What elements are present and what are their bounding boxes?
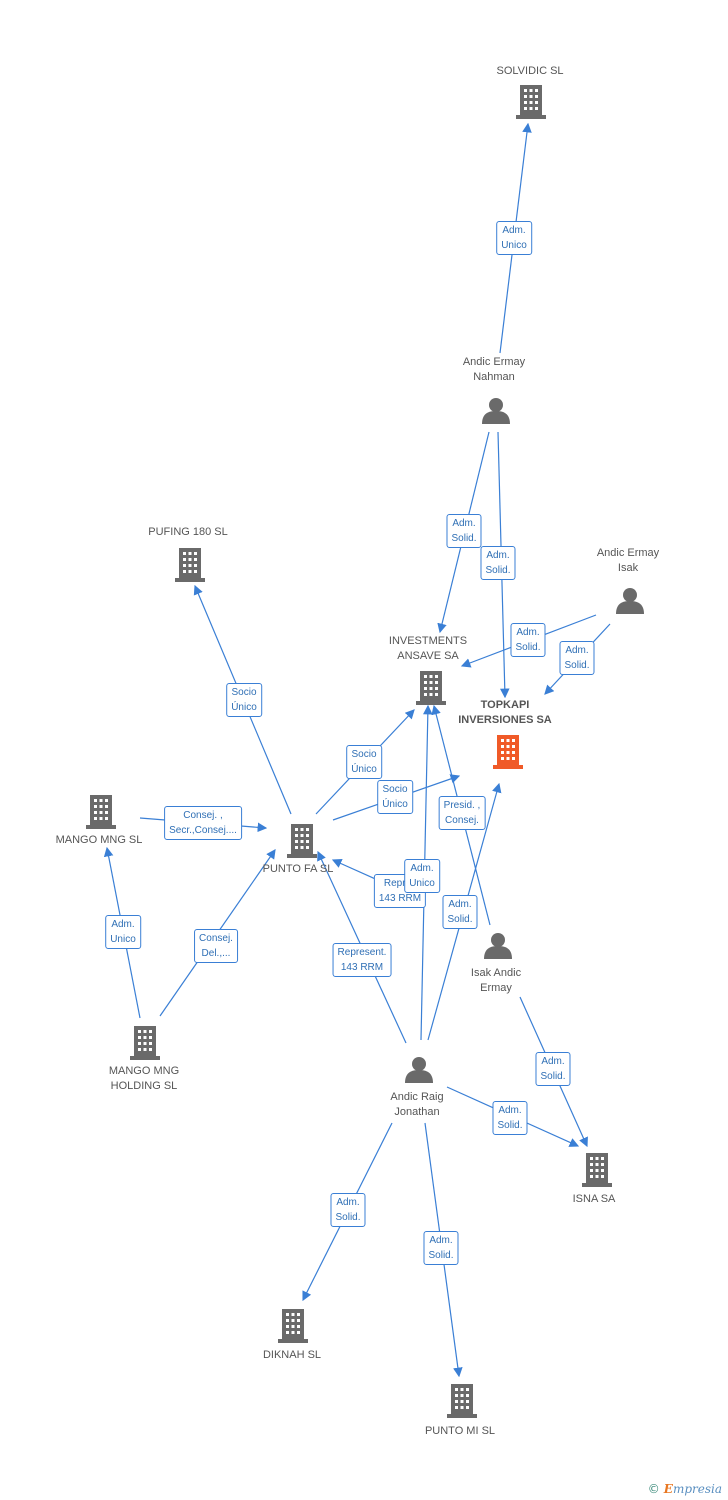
relation-label[interactable]: Adm. Solid.: [480, 546, 516, 580]
relation-label[interactable]: Adm. Solid.: [446, 514, 482, 548]
brand-name: mpresia: [672, 1482, 722, 1496]
relation-label[interactable]: Adm. Unico: [105, 915, 141, 949]
relation-label[interactable]: Adm. Solid.: [423, 1231, 459, 1265]
relation-label[interactable]: Represent. 143 RRM: [332, 943, 392, 977]
relation-label[interactable]: Adm. Solid.: [535, 1052, 571, 1086]
nahman-person-icon: [482, 398, 510, 424]
relation-label[interactable]: Adm. Solid.: [442, 895, 478, 929]
node-label-holding[interactable]: MANGO MNG HOLDING SL: [108, 1065, 180, 1092]
pufing-building-icon: [175, 548, 205, 582]
mango-building-icon: [86, 795, 116, 829]
relation-label[interactable]: Adm. Unico: [496, 221, 532, 255]
jonathan-person-icon: [405, 1057, 433, 1083]
isakandic-person-icon: [484, 933, 512, 959]
node-label-isna[interactable]: ISNA SA: [572, 1193, 616, 1205]
solvidic-building-icon: [516, 85, 546, 119]
holding-building-icon: [130, 1026, 160, 1060]
ansave-building-icon: [416, 671, 446, 705]
node-label-puntomi[interactable]: PUNTO MI SL: [424, 1425, 496, 1437]
relation-label[interactable]: Consej. , Secr.,Consej....: [164, 806, 242, 840]
relation-label[interactable]: Consej. Del.,...: [194, 929, 238, 963]
node-label-puntofa[interactable]: PUNTO FA SL: [262, 863, 334, 875]
node-label-mango[interactable]: MANGO MNG SL: [55, 834, 143, 846]
node-label-diknah[interactable]: DIKNAH SL: [262, 1349, 322, 1361]
node-label-isakandic[interactable]: Isak Andic Ermay: [470, 967, 522, 994]
node-label-topkapi[interactable]: TOPKAPI INVERSIONES SA: [458, 699, 552, 726]
relation-label[interactable]: Adm. Solid.: [330, 1193, 366, 1227]
topkapi-building-icon: [493, 735, 523, 769]
relation-label[interactable]: Socio Único: [377, 780, 413, 814]
node-label-nahman[interactable]: Andic Ermay Nahman: [462, 356, 526, 383]
diknah-building-icon: [278, 1309, 308, 1343]
relation-label[interactable]: Adm. Unico: [404, 859, 440, 893]
puntomi-building-icon: [447, 1384, 477, 1418]
isak-person-icon: [616, 588, 644, 614]
relation-label[interactable]: Presid. , Consej.: [438, 796, 486, 830]
relation-label[interactable]: Repres 143 RRM: [373, 874, 427, 908]
node-label-jonathan[interactable]: Andic Raig Jonathan: [390, 1091, 444, 1118]
isna-building-icon: [582, 1153, 612, 1187]
relation-label[interactable]: Adm. Solid.: [510, 623, 546, 657]
relation-label[interactable]: Socio Único: [346, 745, 382, 779]
relation-label[interactable]: Socio Único: [226, 683, 262, 717]
relation-label[interactable]: Adm. Solid.: [492, 1101, 528, 1135]
relation-label[interactable]: Adm. Solid.: [559, 641, 595, 675]
node-label-ansave[interactable]: INVESTMENTS ANSAVE SA: [388, 635, 468, 662]
copyright-icon: ©: [647, 1482, 660, 1496]
empresia-brand: ©Empresia: [648, 1482, 722, 1496]
node-label-isak[interactable]: Andic Ermay Isak: [596, 547, 660, 574]
puntofa-building-icon: [287, 824, 317, 858]
node-label-pufing[interactable]: PUFING 180 SL: [148, 526, 228, 538]
node-label-solvidic[interactable]: SOLVIDIC SL: [496, 65, 564, 77]
brand-initial: E: [663, 1482, 673, 1496]
